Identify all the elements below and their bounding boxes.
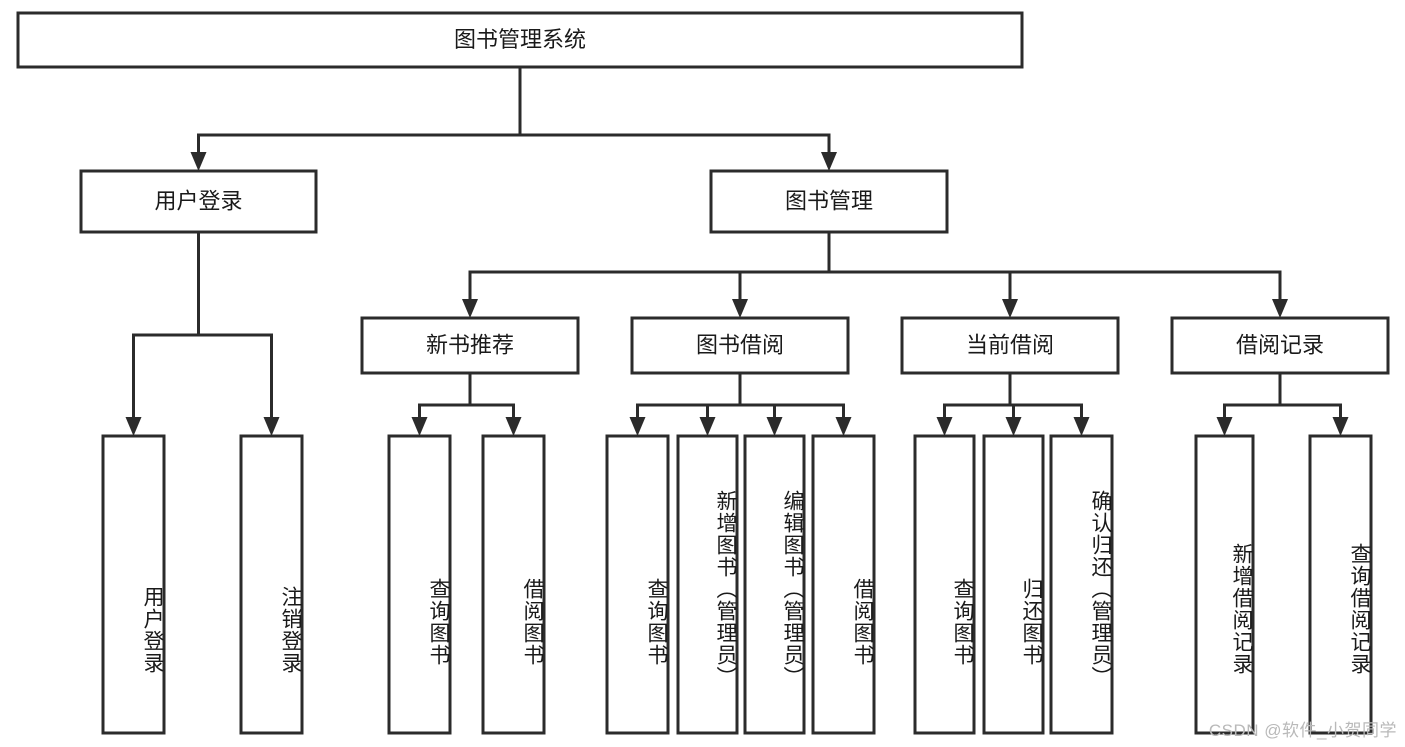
leaf-leaf-query-book-3-rect [913,434,976,735]
leaf-leaf-user-login[interactable] [101,434,166,735]
arrow-head-icon-leaf-user-login [125,417,142,436]
arrow-head-icon-leaf-query-book-3 [936,417,953,436]
arrow-head-icon-new-book-recommend [462,299,478,318]
node-l1-book-manage[interactable]: 图书管理 [709,169,949,234]
leaf-leaf-borrow-book-2-rect [811,434,876,735]
arrow-head-icon-leaf-borrow-book-2 [835,417,852,436]
node-l2-book-borrow-rect [630,316,850,375]
node-l2-book-borrow-label: 图书借阅 [696,332,784,357]
leaf-leaf-user-login-rect [101,434,166,735]
arrow-head-icon-user-login [190,152,207,171]
arrow-head-icon-book-manage [821,152,837,171]
node-l1-book-manage-label: 图书管理 [785,188,873,213]
connector-lines [125,65,1349,436]
leaf-leaf-edit-book-admin[interactable] [743,434,806,735]
leaf-leaf-borrow-book-1-rect [481,434,546,735]
node-l1-user-login-rect [79,169,318,234]
leaf-leaf-confirm-return-admin[interactable] [1049,434,1114,735]
node-l2-new-book-recommend-label: 新书推荐 [426,332,514,357]
leaf-leaf-add-book-admin-rect [676,434,739,735]
node-l2-new-book-recommend-rect [360,316,580,375]
leaf-leaf-query-book-1-rect [387,434,452,735]
arrow-head-icon-leaf-user-logout [263,417,280,436]
leaf-leaf-user-logout[interactable] [239,434,304,735]
node-l1-user-login-label: 用户登录 [154,188,242,213]
leaf-leaf-add-book-admin[interactable] [676,434,739,735]
arrow-head-icon-leaf-edit-book-admin [766,417,783,436]
leaf-leaf-query-book-2[interactable] [605,434,670,735]
node-l2-borrow-record-rect [1170,316,1390,375]
node-l2-new-book-recommend[interactable]: 新书推荐 [360,316,580,375]
arrow-head-icon-leaf-borrow-book-1 [505,417,522,436]
node-l2-current-borrow-label: 当前借阅 [966,332,1054,357]
arrow-head-icon-book-borrow [732,299,748,318]
leaf-leaf-user-logout-rect [239,434,304,735]
leaf-leaf-query-book-1[interactable] [387,434,452,735]
arrow-head-icon-leaf-query-book-1 [411,417,428,436]
leaf-leaf-query-book-3[interactable] [913,434,976,735]
arrow-head-icon-leaf-add-book-admin [699,417,716,436]
node-l1-book-manage-rect [709,169,949,234]
arrow-head-icon-leaf-return-book [1005,417,1022,436]
leaf-leaf-edit-book-admin-rect [743,434,806,735]
leaf-leaf-borrow-book-2[interactable] [811,434,876,735]
node-l2-current-borrow-rect [900,316,1120,375]
leaf-leaf-add-borrow-record-rect [1194,434,1255,735]
leaf-leaf-confirm-return-admin-rect [1049,434,1114,735]
node-root-root[interactable]: 图书管理系统 [16,11,1024,69]
arrow-head-icon-leaf-confirm-return-admin [1073,417,1090,436]
arrow-head-icon-current-borrow [1002,299,1018,318]
arrow-head-icon-leaf-query-book-2 [629,417,646,436]
leaf-leaf-return-book-rect [982,434,1045,735]
leaf-leaf-borrow-book-1[interactable] [481,434,546,735]
node-l1-user-login[interactable]: 用户登录 [79,169,318,234]
node-root-root-label: 图书管理系统 [454,27,586,52]
node-root-root-rect [16,11,1024,69]
leaf-leaf-query-borrow-record-rect [1308,434,1373,735]
node-l2-current-borrow[interactable]: 当前借阅 [900,316,1120,375]
node-l2-book-borrow[interactable]: 图书借阅 [630,316,850,375]
arrow-head-icon-borrow-record [1272,299,1288,318]
leaf-leaf-return-book[interactable] [982,434,1045,735]
watermark-text: CSDN @软件_小贺同学 [1208,721,1397,740]
node-l2-borrow-record-label: 借阅记录 [1236,332,1324,357]
leaf-leaf-add-borrow-record[interactable] [1194,434,1255,735]
leaf-leaf-query-book-2-rect [605,434,670,735]
leaf-leaf-query-borrow-record[interactable] [1308,434,1373,735]
node-l2-borrow-record[interactable]: 借阅记录 [1170,316,1390,375]
arrow-head-icon-leaf-add-borrow-record [1216,417,1233,436]
arrow-head-icon-leaf-query-borrow-record [1332,417,1349,436]
